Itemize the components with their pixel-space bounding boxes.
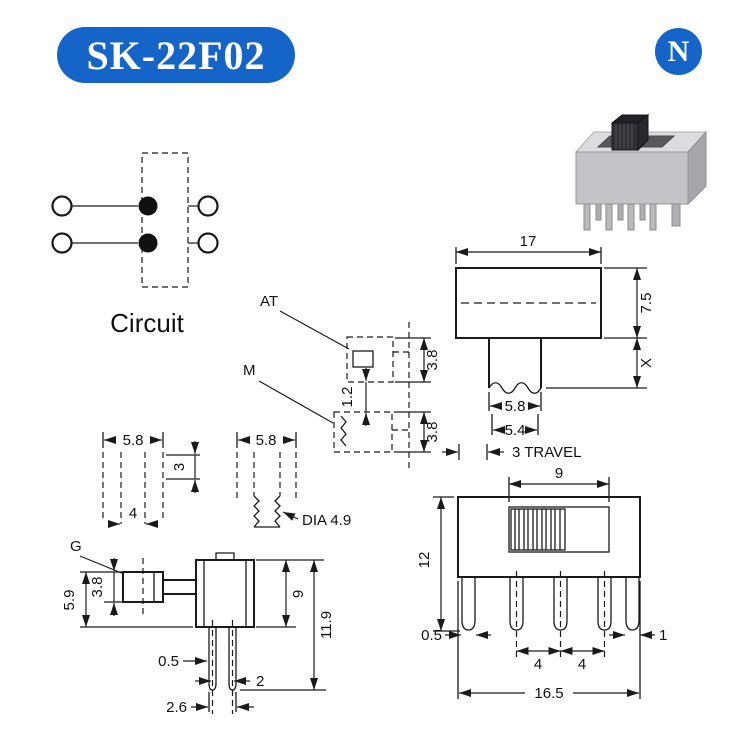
upper-detail-inner: [352, 350, 374, 368]
dim-knob-offset: 5.9: [61, 572, 193, 628]
dim-5-8-right: 5.8: [256, 432, 277, 449]
dim-total-height-bottom: 12: [416, 496, 460, 632]
dim-2-6: 2.6: [166, 699, 187, 716]
dim-3-8-upper: 3.8: [424, 350, 441, 371]
dim-3: 3: [171, 463, 188, 471]
dim-0-5-bottom: 0.5: [421, 627, 442, 644]
dim-5-4: 5.4: [505, 422, 526, 439]
terminal-open: [51, 232, 73, 254]
dim-lower-height: 3.8: [394, 411, 441, 453]
threaded-shaft: DIA 4.9: [253, 495, 351, 529]
circuit-caption: Circuit: [110, 308, 184, 338]
label-g: G: [70, 538, 82, 555]
front-view: 17 7.5 X 5.8: [442, 233, 655, 461]
dim-knob-pos2-width: 5.8: [236, 432, 297, 449]
dim-stem-tip-width: 5.4: [491, 414, 539, 439]
dim-9-bottom: 9: [555, 465, 563, 482]
dim-16-5: 16.5: [534, 685, 563, 702]
dim-0-5-side: 0.5: [158, 653, 179, 670]
dim-12: 12: [416, 552, 433, 569]
dim-pin-pitch: 4 4: [516, 647, 605, 673]
dim-4-a: 4: [534, 656, 542, 673]
dim-total-height-side: 11.9: [240, 560, 335, 691]
dim-3-8-knob: 3.8: [89, 577, 106, 598]
dim-pin-thickness: 0.5: [158, 653, 207, 670]
slider-knob: [510, 508, 566, 551]
body-front-outline: [457, 496, 641, 578]
dim-knob-web: 4: [108, 505, 158, 528]
dim-knob-pos1-width: 5.8: [102, 432, 164, 449]
knob-outline: [122, 571, 164, 603]
terminal-open: [51, 195, 73, 217]
terminal-open: [197, 195, 219, 217]
body-top-nub: [215, 552, 235, 560]
at-leader-line: [279, 310, 350, 350]
label-at: AT: [260, 293, 278, 310]
dim-4-b: 4: [578, 656, 586, 673]
dim-upper-height: 3.8: [395, 337, 441, 383]
pin-front: [553, 577, 568, 631]
slider-dashed-box: [141, 152, 189, 288]
spring-zigzag: [340, 415, 347, 447]
dim-edge-gap: 1: [609, 627, 667, 644]
dim-x: X: [638, 358, 655, 368]
terminal-open: [197, 232, 219, 254]
bracket-detail: AT M 3.8 1.2: [243, 293, 441, 472]
body-side-outline: [195, 559, 255, 628]
mount-foot-left: [461, 577, 476, 631]
label-m: M: [243, 362, 256, 379]
part-number: SK-22F02: [86, 32, 266, 78]
g-leader-line: [79, 555, 125, 575]
dim-body-height: 7.5: [604, 267, 655, 339]
dim-5-9: 5.9: [61, 590, 78, 611]
side-view: 5.8 5.8 3 4: [61, 432, 351, 716]
switch-body-outline: [455, 267, 602, 339]
dim-foot-width: 0.5: [421, 627, 491, 644]
dim-stem-height: X: [546, 338, 655, 389]
dim-4: 4: [129, 505, 137, 522]
mount-foot-right: [625, 577, 640, 631]
bottom-view: 9: [416, 465, 667, 702]
dim-9-side: 9: [290, 590, 307, 598]
dim-1: 1: [659, 627, 667, 644]
dim-1-2: 1.2: [339, 387, 356, 408]
pin-front: [597, 577, 612, 631]
dim-5-8: 5.8: [505, 398, 526, 415]
travel-note: 3 TRAVEL: [512, 444, 581, 461]
dim-pin-span: 2.6: [166, 692, 254, 716]
circuit-diagram: Circuit: [51, 152, 219, 338]
dim-5-8-left: 5.8: [123, 432, 144, 449]
brand-logo: N: [655, 28, 702, 75]
stem-break-line: [488, 382, 542, 394]
slot-window: [508, 506, 610, 553]
dim-17: 17: [520, 233, 537, 250]
dim-total-width: 16.5: [457, 581, 641, 702]
terminal-common: [138, 233, 158, 253]
dim-2: 2: [256, 673, 264, 690]
brand-logo-letter: N: [667, 34, 690, 68]
product-photo-render: [574, 113, 708, 231]
lower-detail-box: [333, 411, 393, 453]
dim-dia: DIA 4.9: [302, 512, 351, 529]
dim-7-5: 7.5: [638, 293, 655, 314]
pin-front: [509, 577, 524, 631]
dim-3-8-lower: 3.8: [424, 422, 441, 443]
part-number-badge: SK-22F02: [57, 27, 295, 83]
upper-detail-box: [346, 336, 394, 383]
dim-pin-gap: 2: [195, 673, 264, 690]
product-photo: [556, 110, 708, 247]
switch-3d-render: [574, 113, 708, 231]
knob-serrations: [514, 509, 561, 550]
terminal-common: [138, 196, 158, 216]
dim-11-9: 11.9: [318, 611, 335, 639]
m-leader-line: [258, 380, 334, 424]
dim-body-width: 17: [455, 233, 602, 264]
dim-overlap: 3: [166, 441, 200, 493]
dim-gap: 1.2: [339, 368, 370, 426]
dim-knob-height: 3.8: [80, 558, 123, 616]
dim-stem-width: 5.8: [488, 392, 542, 415]
dim-travel: 3 TRAVEL: [442, 444, 581, 461]
